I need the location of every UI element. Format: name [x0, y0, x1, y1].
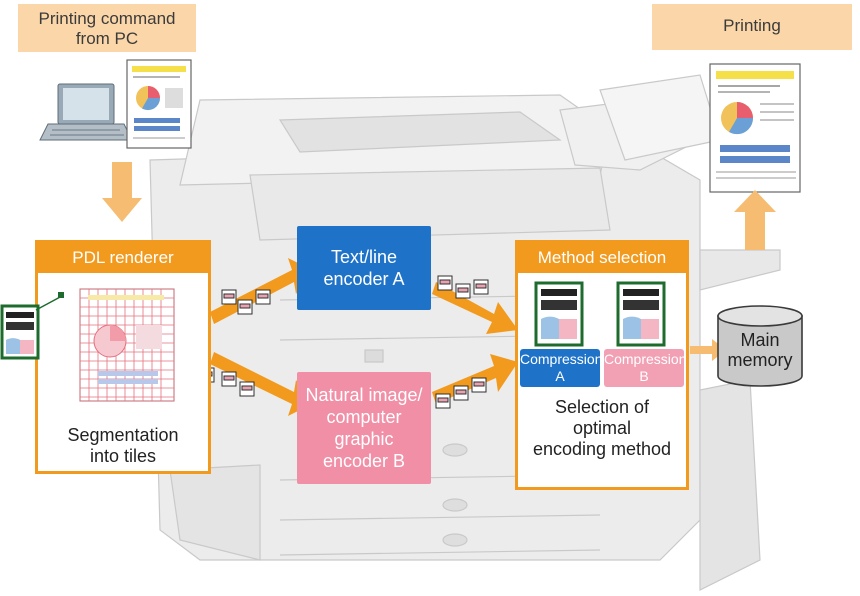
arrow-renderer-to-encoder-b: [210, 352, 312, 416]
tiled-page-illustration: [79, 288, 175, 402]
main-memory-cylinder: [717, 305, 803, 387]
compression-b-badge: Compression B: [604, 349, 686, 387]
pdl-renderer-header: PDL renderer: [38, 243, 208, 273]
optimal-encoding-caption: Selection of optimal encoding method: [532, 397, 672, 459]
natural-image-encoder-b: Natural image/ computer graphic encoder …: [297, 372, 431, 484]
compressed-tiles-illustration: [534, 281, 666, 347]
method-selection-header: Method selection: [518, 243, 686, 273]
segmentation-caption: Segmentation into tiles: [67, 425, 179, 466]
printed-document-icon: [709, 63, 801, 193]
laptop-icon: [39, 83, 133, 141]
zoomed-tile-illustration: [0, 292, 64, 360]
arrow-up-to-printing: [734, 190, 776, 250]
printing-callout: Printing: [652, 4, 852, 50]
tile-thumbnails: [177, 275, 489, 409]
tile-b-illustration: [616, 281, 666, 347]
arrow-down-to-renderer: [102, 162, 142, 222]
text-line-encoder-a: Text/line encoder A: [297, 226, 431, 310]
source-document-icon: [126, 59, 192, 149]
arrow-encoder-a-to-selection: [432, 282, 518, 334]
main-memory-label: Main memory: [727, 330, 793, 370]
arrow-to-memory: [690, 339, 726, 361]
printing-command-callout: Printing command from PC: [18, 4, 196, 52]
io-arrows: [102, 162, 776, 361]
tile-a-illustration: [534, 281, 584, 347]
pdl-renderer-panel: PDL renderer Se: [35, 240, 211, 474]
method-selection-panel: Method selection Compression A Compressi…: [515, 240, 689, 490]
compression-a-badge: Compression A: [520, 349, 602, 387]
